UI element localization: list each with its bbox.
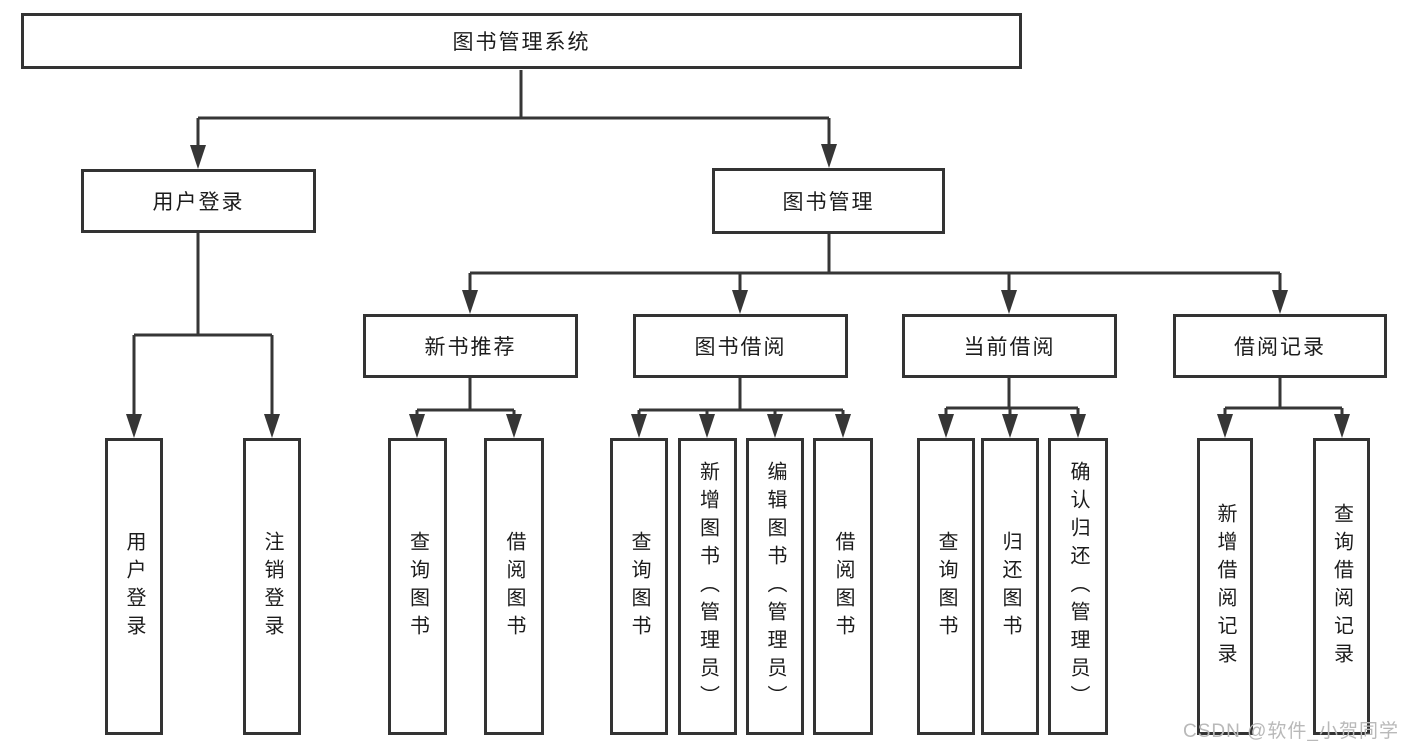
leaf-add-book-admin-label: 新增图书（管理员） [696,460,719,713]
leaf-borrow-book-recommend-label: 借阅图书 [503,530,525,643]
leaf-edit-book-admin: 编辑图书（管理员） [746,438,804,735]
leaf-query-book-recommend-label: 查询图书 [406,530,429,643]
node-current-borrow: 当前借阅 [902,314,1117,378]
leaf-query-book-current: 查询图书 [917,438,975,735]
leaf-add-book-admin: 新增图书（管理员） [678,438,737,735]
node-root-label: 图书管理系统 [452,31,591,54]
connector-user-login [126,233,280,438]
leaf-borrow-book: 借阅图书 [813,438,873,735]
node-book-borrow-label: 图书借阅 [694,336,787,359]
node-book-management-label: 图书管理 [782,191,875,214]
leaf-confirm-return-admin-label: 确认归还（管理员） [1067,460,1089,713]
leaf-query-book-current-label: 查询图书 [935,530,957,643]
leaf-borrow-book-recommend: 借阅图书 [484,438,544,735]
connector-root [190,70,837,169]
leaf-borrow-book-label: 借阅图书 [832,530,854,643]
connector-book-borrow [631,378,851,438]
leaf-logout-label: 注销登录 [261,530,283,643]
leaf-user-login-label: 用户登录 [123,530,145,643]
connector-current-borrow [938,378,1086,438]
node-book-management: 图书管理 [712,168,945,234]
leaf-return-book-label: 归还图书 [999,530,1021,643]
node-new-book-recommend-label: 新书推荐 [424,336,517,359]
node-user-login-label: 用户登录 [152,191,245,214]
leaf-query-book-recommend: 查询图书 [388,438,447,735]
node-borrow-records: 借阅记录 [1173,314,1387,378]
leaf-query-book-borrow: 查询图书 [610,438,668,735]
node-book-borrow: 图书借阅 [633,314,848,378]
leaf-add-borrow-record: 新增借阅记录 [1197,438,1253,735]
leaf-confirm-return-admin: 确认归还（管理员） [1048,438,1108,735]
leaf-logout: 注销登录 [243,438,301,735]
leaf-query-book-borrow-label: 查询图书 [628,530,650,643]
leaf-query-borrow-record: 查询借阅记录 [1313,438,1370,735]
watermark-text: CSDN @软件_小贺同学 [1183,721,1399,742]
node-user-login: 用户登录 [81,169,316,233]
leaf-user-login: 用户登录 [105,438,163,735]
leaf-edit-book-admin-label: 编辑图书（管理员） [764,460,786,713]
node-new-book-recommend: 新书推荐 [363,314,578,378]
connector-new-book-recommend [409,378,522,438]
connector-book-management [462,234,1288,314]
node-current-borrow-label: 当前借阅 [963,336,1056,359]
leaf-query-borrow-record-label: 查询借阅记录 [1330,502,1353,671]
node-root: 图书管理系统 [21,13,1022,69]
node-borrow-records-label: 借阅记录 [1234,336,1326,359]
connector-borrow-records [1217,378,1350,438]
leaf-add-borrow-record-label: 新增借阅记录 [1214,502,1236,671]
leaf-return-book: 归还图书 [981,438,1039,735]
